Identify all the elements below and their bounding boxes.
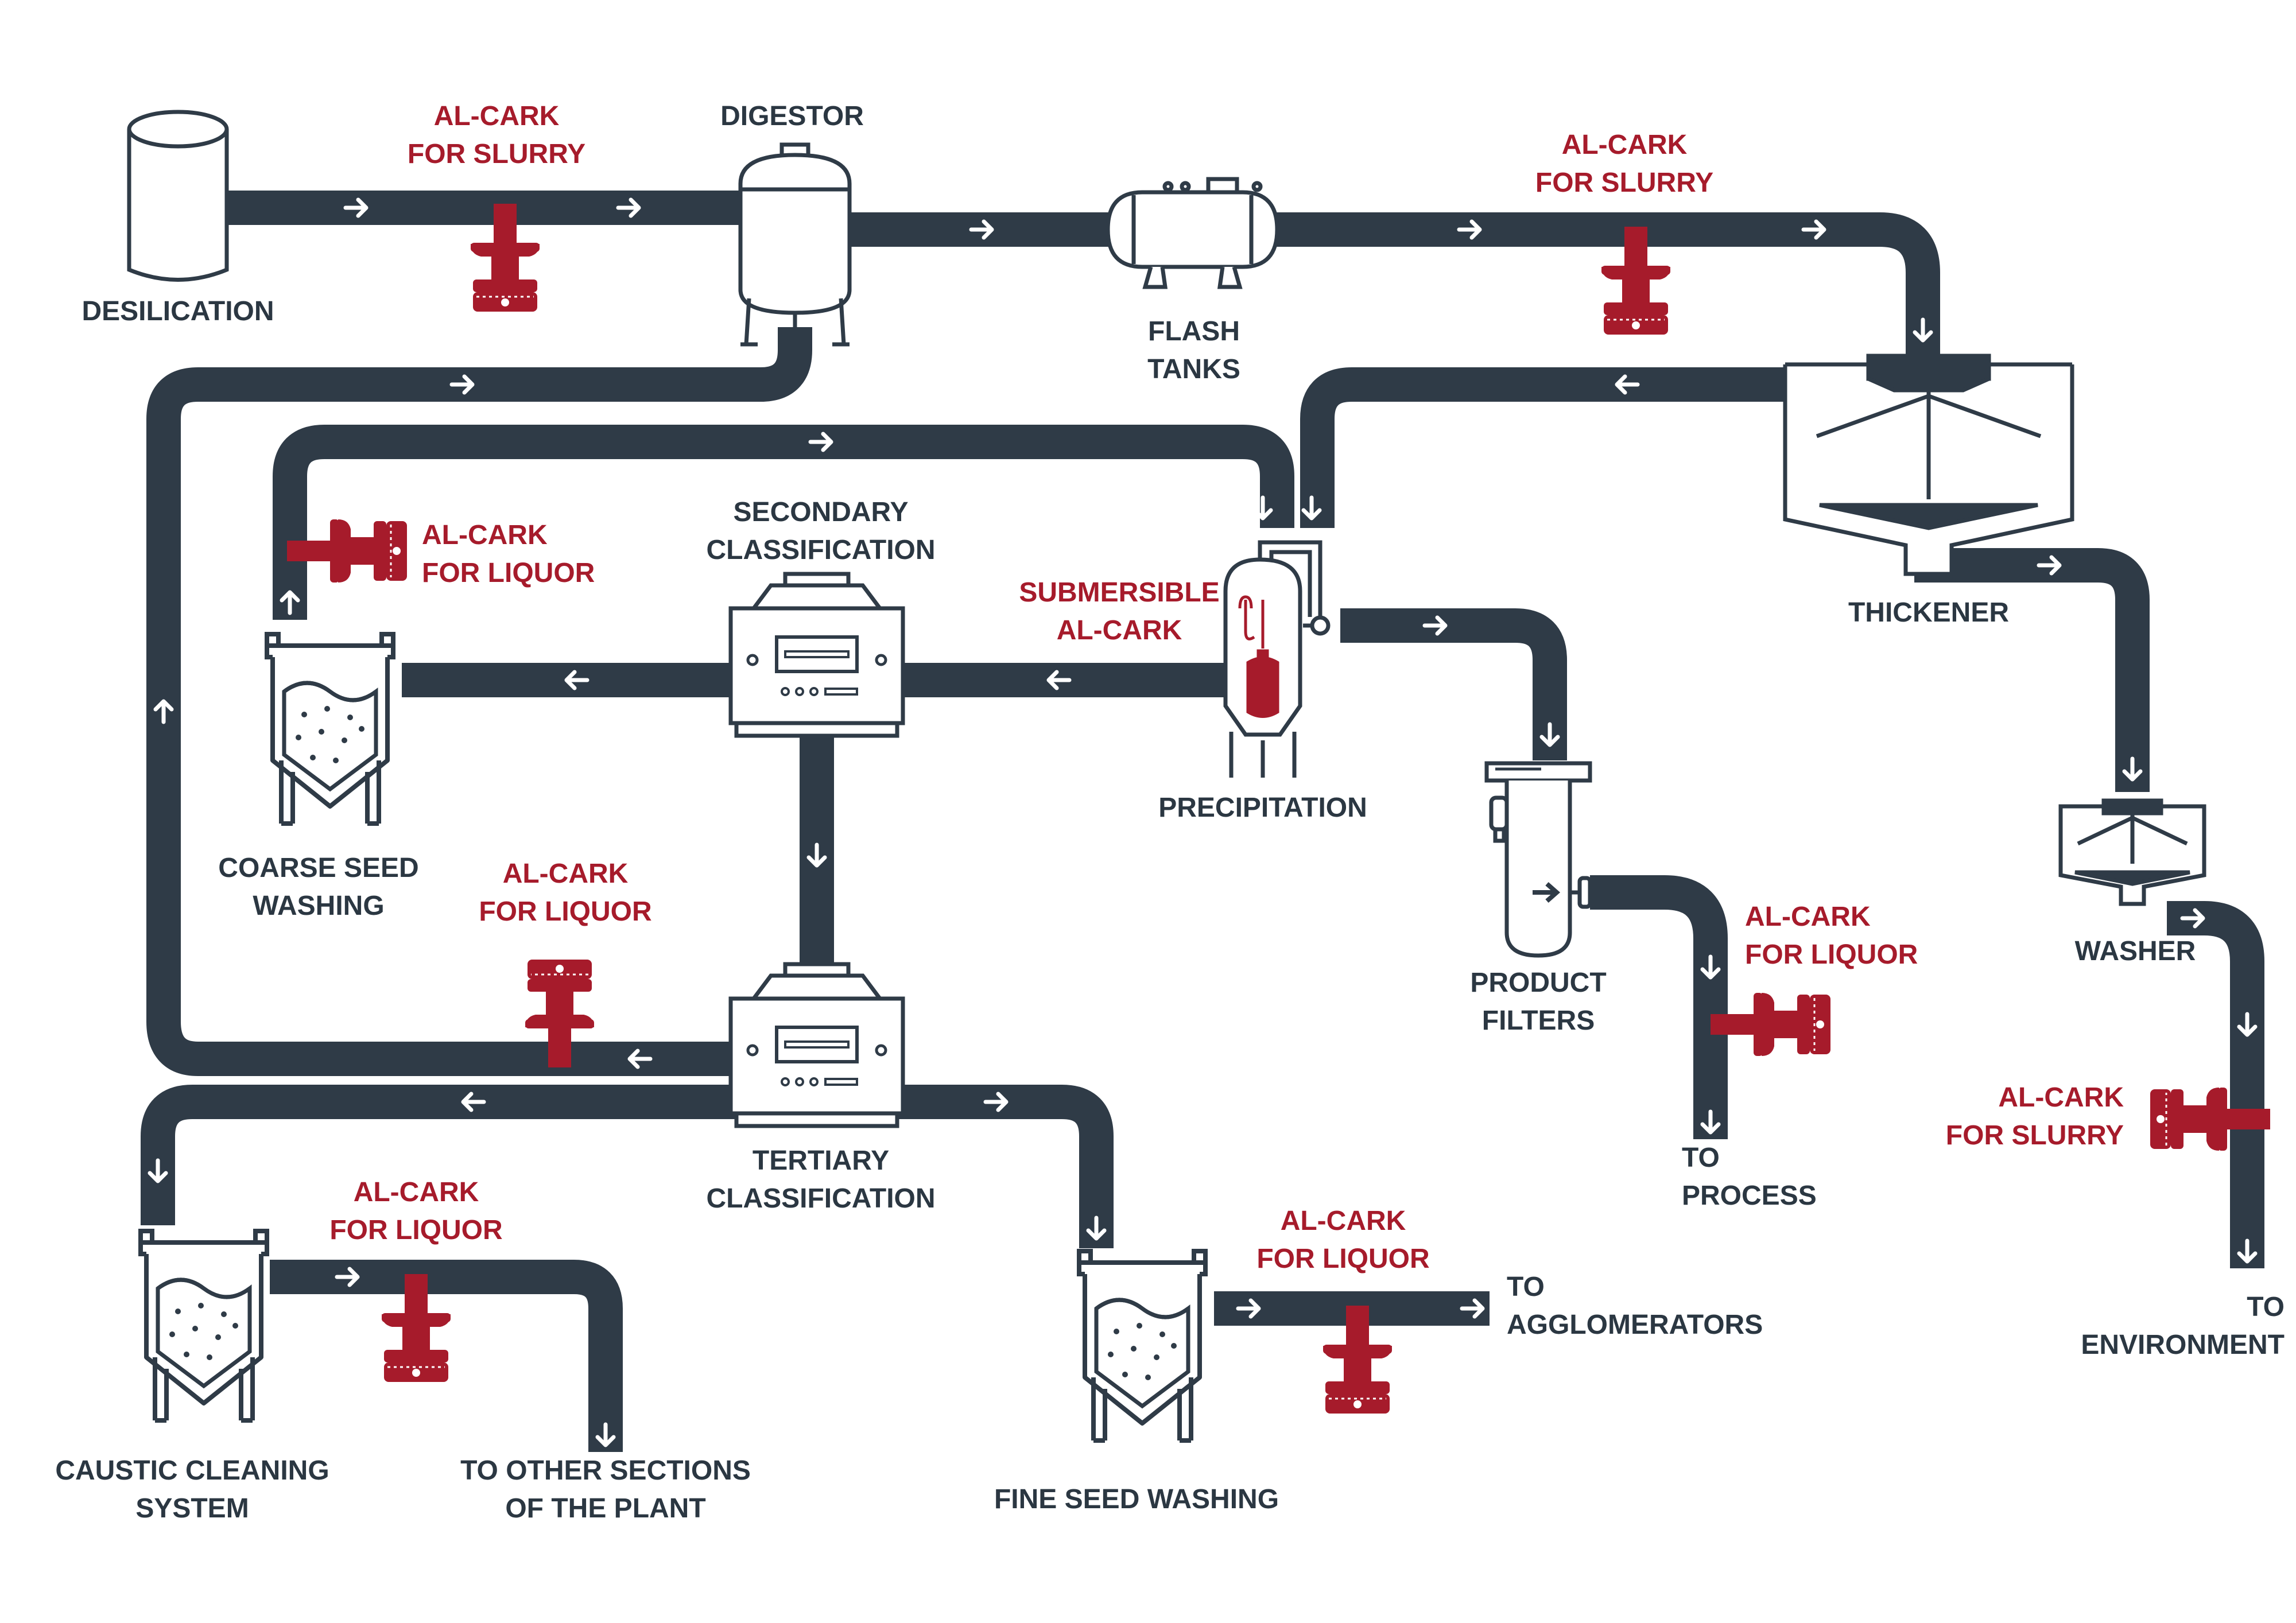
pipe-flash-thickener [1271,212,1940,373]
washer-label: WASHER [2074,936,2196,966]
valve-icon [1709,992,1832,1057]
washer-icon [2058,798,2206,906]
pipe-thickener-precipitation [1300,367,1785,528]
digestor-label: DIGESTOR [720,101,864,131]
pipe-precipitation-filters [1340,608,1567,760]
classifier-icon [731,574,903,736]
digestor-icon [738,142,852,347]
pipe-filters-process [1590,875,1728,1139]
pipe-caustic-other [270,1260,623,1452]
pipes [141,191,2264,1452]
flash-tank-icon [1106,177,1279,289]
pipe-tertiary-caustic [141,1085,740,1225]
filter-icon [1484,761,1592,958]
tank-icon [127,110,229,282]
washing-vessel-icon [141,1231,267,1420]
fine-seed-washing-label: FINE SEED WASHING [994,1484,1279,1515]
pipe-digestor-loop [146,327,812,1076]
washing-vessel-icon [1079,1251,1205,1440]
thickener-label: THICKENER [1848,597,2009,628]
desilication-label: DESILICATION [82,296,274,327]
pipe-precipitation-coarse-loop [273,425,1294,620]
pipe-tertiary-fine [895,1085,1114,1248]
pipe-thickener-washer [1914,548,2150,792]
pipe-washer-environment [2167,901,2264,1268]
washing-vessel-icon [267,634,393,824]
thickener-icon [1783,354,2074,576]
precipitation-label: PRECIPITATION [1158,793,1367,823]
classifier-icon [731,964,903,1126]
precipitator-icon [1223,540,1331,778]
